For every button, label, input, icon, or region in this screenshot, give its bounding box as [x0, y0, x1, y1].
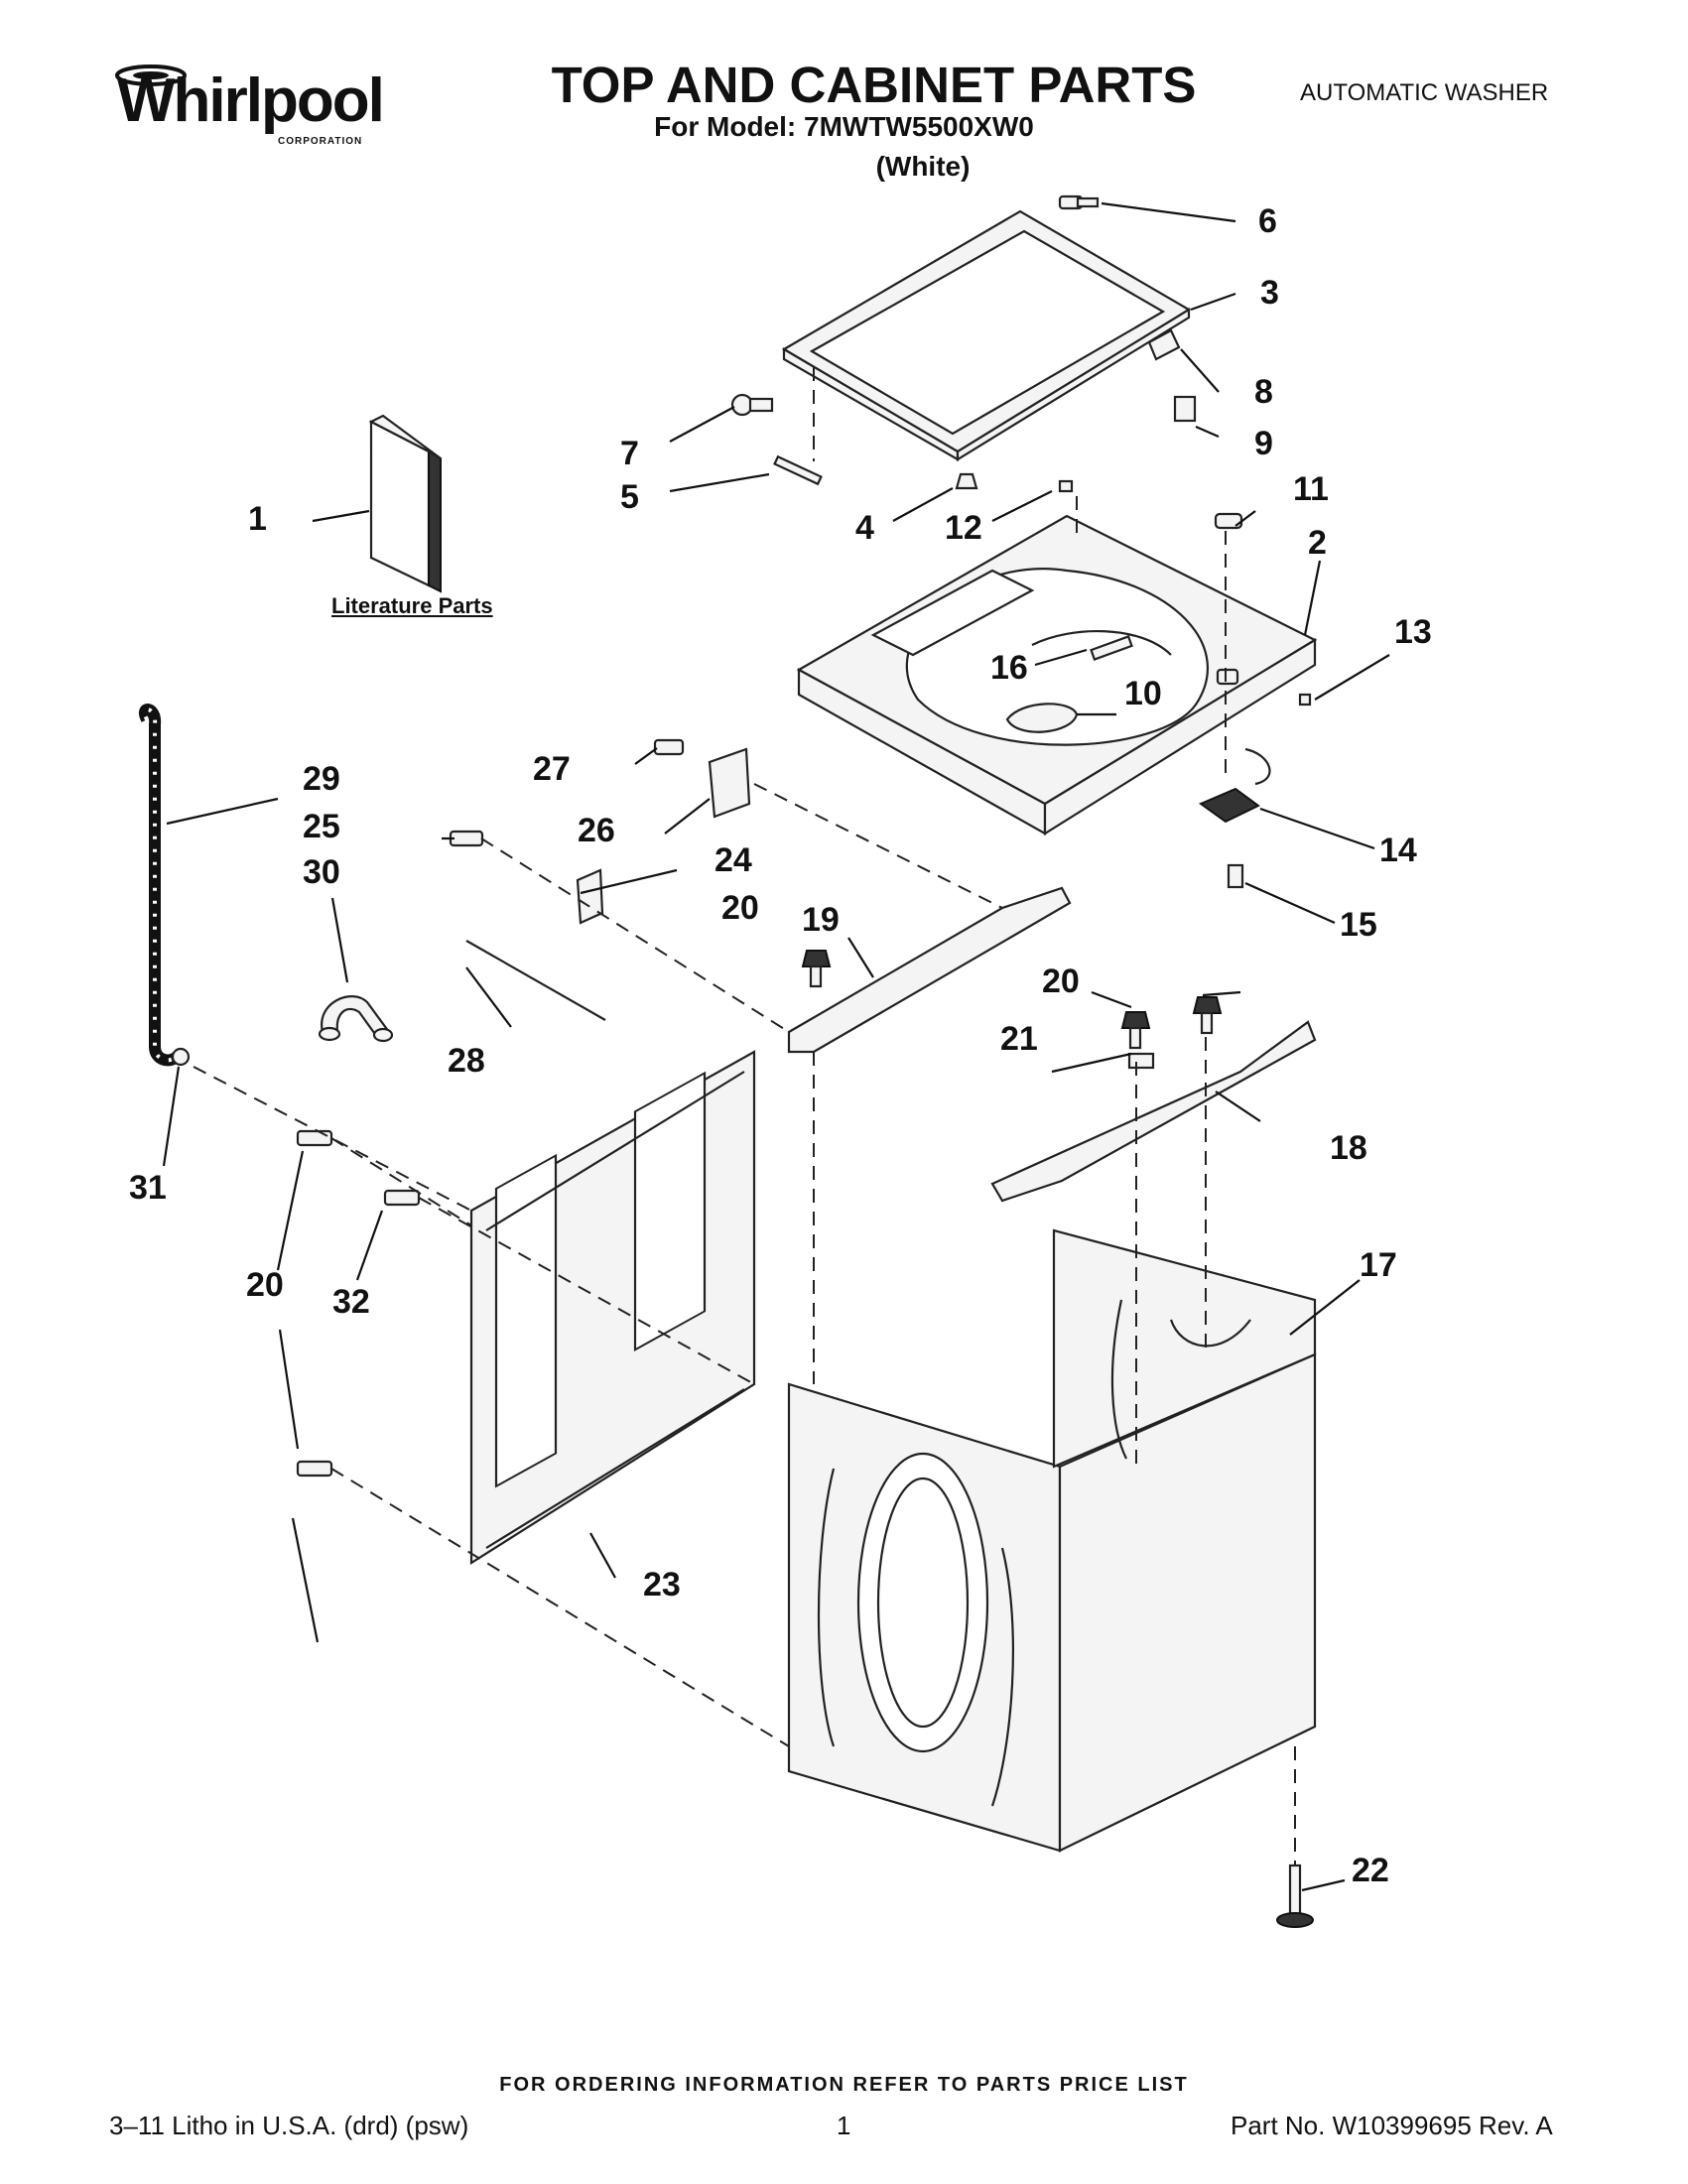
hose-connector-part	[318, 995, 394, 1043]
callout-18: 18	[1330, 1129, 1367, 1167]
screw-parts	[296, 738, 1223, 1477]
brand-logo-text: Whirlpool	[117, 66, 385, 135]
product-type: AUTOMATIC WASHER	[1300, 79, 1549, 106]
callout-19: 19	[802, 901, 840, 939]
bracket-24-part	[576, 868, 604, 925]
callout-2: 2	[1308, 524, 1327, 562]
callout-14: 14	[1379, 832, 1417, 869]
callout-29: 29	[303, 760, 340, 798]
leveling-leg-part	[1276, 1863, 1314, 1928]
model-color: (White)	[875, 151, 971, 182]
callout-6: 6	[1258, 202, 1277, 240]
brand-corporation-text: CORPORATION	[278, 136, 363, 147]
callout-23: 23	[643, 1566, 681, 1604]
top-rail-18-part	[990, 1020, 1317, 1203]
callout-20-b: 20	[1042, 963, 1080, 1000]
part-number: Part No. W10399695 Rev. A	[1231, 2111, 1553, 2140]
callout-25: 25	[303, 808, 340, 845]
callout-4: 4	[855, 509, 874, 547]
lid-switch-part	[1198, 693, 1312, 889]
callout-1: 1	[248, 500, 267, 538]
callout-30: 30	[303, 853, 340, 891]
callout-9: 9	[1254, 425, 1273, 462]
tie-strap-part	[465, 940, 606, 1021]
callout-31: 31	[129, 1169, 167, 1207]
callout-27: 27	[533, 750, 571, 788]
callout-32: 32	[332, 1283, 370, 1321]
callout-21: 21	[1000, 1020, 1038, 1058]
ordering-note: FOR ORDERING INFORMATION REFER TO PARTS …	[499, 2074, 1189, 2096]
callout-12: 12	[945, 509, 982, 547]
callout-20-c: 20	[246, 1266, 284, 1304]
page-title: TOP AND CABINET PARTS	[551, 57, 1197, 113]
top-panel-part	[796, 512, 1318, 835]
litho-info: 3–11 Litho in U.S.A. (drd) (psw)	[109, 2111, 469, 2140]
callout-10: 10	[1124, 675, 1162, 712]
callout-3: 3	[1260, 274, 1279, 312]
whirlpool-swirl-logo	[115, 64, 187, 86]
callout-13: 13	[1394, 613, 1432, 651]
callout-5: 5	[620, 478, 639, 516]
callout-8: 8	[1254, 373, 1273, 411]
rear-panel-part	[469, 1050, 756, 1565]
cabinet-part	[787, 1228, 1317, 1853]
model-number: For Model: 7MWTW5500XW0	[654, 111, 1034, 142]
callout-leader-lines	[162, 201, 1390, 1892]
callout-24: 24	[714, 841, 752, 879]
drain-hose-part	[139, 704, 191, 1067]
literature-parts-label: Literature Parts	[331, 593, 493, 618]
callout-7: 7	[620, 435, 639, 472]
callout-28: 28	[448, 1042, 485, 1080]
literature-booklet-part	[368, 414, 442, 593]
callout-22: 22	[1352, 1852, 1389, 1889]
callout-26: 26	[578, 812, 615, 849]
bracket-26-part	[708, 747, 751, 819]
callout-15: 15	[1340, 906, 1377, 944]
callout-17: 17	[1360, 1246, 1397, 1284]
page-number: 1	[837, 2111, 851, 2140]
callout-11: 11	[1293, 470, 1329, 508]
callout-16: 16	[990, 649, 1028, 687]
lid-hardware-parts	[730, 194, 1197, 493]
alignment-lines	[193, 367, 1296, 1865]
callout-20-a: 20	[721, 889, 759, 927]
lid-part	[781, 209, 1192, 461]
